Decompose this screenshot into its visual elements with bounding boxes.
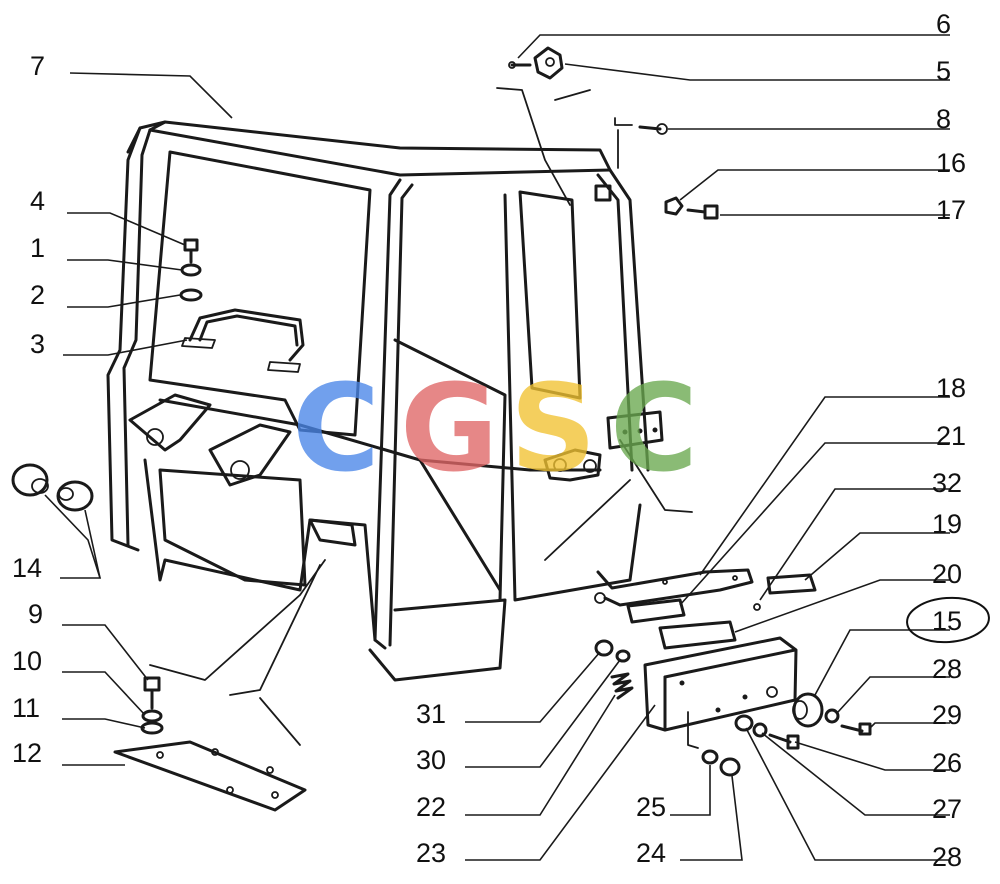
leader-lines <box>44 34 950 861</box>
callout-number: 28 <box>932 842 962 872</box>
callout-number: 24 <box>636 838 666 868</box>
watermark-letter: C <box>610 360 698 499</box>
callout-number: 7 <box>30 51 45 81</box>
callout-number: 10 <box>12 646 42 676</box>
callout-number: 32 <box>932 468 962 498</box>
watermark: C G S C <box>292 360 698 499</box>
callout-number: 14 <box>12 553 42 583</box>
callout-number: 27 <box>932 794 962 824</box>
callout-number: 21 <box>936 421 966 451</box>
callouts-right: 6 5 8 16 17 18 21 32 19 20 15 28 29 26 2… <box>932 9 966 872</box>
callout-number: 23 <box>416 838 446 868</box>
callout-number: 6 <box>936 9 951 39</box>
callout-number: 4 <box>30 186 45 216</box>
callout-number: 9 <box>28 599 43 629</box>
watermark-letter: S <box>510 360 596 499</box>
callout-number: 29 <box>932 700 962 730</box>
callout-number: 2 <box>30 280 45 310</box>
callout-number: 1 <box>30 233 45 263</box>
callout-15-highlight <box>906 596 990 644</box>
callout-number: 25 <box>636 792 666 822</box>
callout-number: 8 <box>936 104 951 134</box>
callout-number: 31 <box>416 699 446 729</box>
watermark-letter: G <box>400 360 499 499</box>
callout-number: 3 <box>30 329 45 359</box>
callout-number: 12 <box>12 738 42 768</box>
callout-number: 28 <box>932 654 962 684</box>
callout-number: 22 <box>416 792 446 822</box>
callout-number: 16 <box>936 148 966 178</box>
callouts-bottom: 31 30 22 23 25 24 <box>416 699 666 868</box>
watermark-letter: C <box>292 360 380 499</box>
callout-number: 26 <box>932 748 962 778</box>
callout-number: 17 <box>936 195 966 225</box>
cab-frame <box>106 87 693 746</box>
callout-number: 19 <box>932 509 962 539</box>
callouts-left: 7 4 1 2 3 14 9 10 11 12 <box>12 51 45 768</box>
callout-number: 20 <box>932 559 962 589</box>
callout-number: 11 <box>12 693 40 723</box>
callout-number: 18 <box>936 373 966 403</box>
small-parts <box>11 46 872 812</box>
callout-number: 30 <box>416 745 446 775</box>
callout-number: 15 <box>932 606 962 636</box>
callout-number: 5 <box>936 56 951 86</box>
